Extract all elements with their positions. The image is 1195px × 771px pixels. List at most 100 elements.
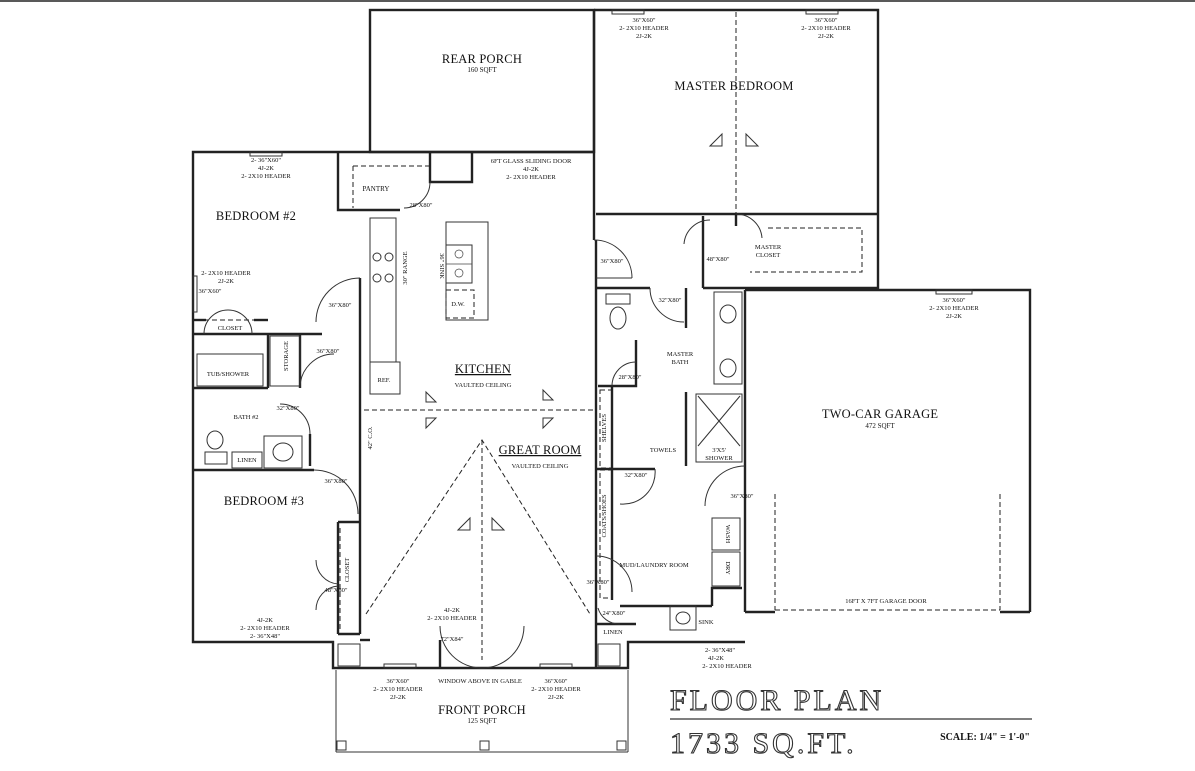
front-window-right-joists: 2J-2K [548, 694, 564, 701]
master-closet-label-1: MASTER [755, 244, 782, 251]
bath-2-label: BATH #2 [233, 414, 258, 421]
garage-door-size: 16FT X 7FT GARAGE DOOR [845, 598, 927, 605]
washer-label: WASH [724, 525, 731, 544]
master-closet-label-2: CLOSET [756, 252, 781, 259]
doors [203, 181, 763, 669]
range-label: 30" RANGE [402, 251, 409, 284]
master-bedroom-label: MASTER BEDROOM [674, 79, 793, 93]
bedroom-3-door-size: 36"X80" [324, 478, 347, 485]
mud-exterior-door-size: 36"X80" [586, 579, 609, 586]
bedroom-2-window-header: 2- 2X10 HEADER [241, 173, 291, 180]
fixtures [196, 12, 1001, 753]
master-closet-door-size: 48"X80" [706, 256, 729, 263]
bedroom-2-side-window-joists: 2J-2K [218, 278, 234, 285]
bedroom-2-side-window-size: 36"X60" [198, 288, 221, 295]
linen-mud-label: LINEN [603, 629, 623, 636]
windows [192, 9, 973, 669]
coats-shoes-label: COATS/SHOES [601, 494, 608, 537]
pantry-label: PANTRY [363, 185, 390, 193]
gable-window-note: WINDOW ABOVE IN GABLE [438, 678, 522, 685]
linen-door-size: 24"X80" [602, 610, 625, 617]
master-window-left-size: 36"X60" [632, 17, 655, 24]
mud-window-header: 2- 2X10 HEADER [702, 663, 752, 670]
exterior-walls [191, 8, 1032, 670]
bedroom-2-side-window-header: 2- 2X10 HEADER [201, 270, 251, 277]
bedroom-3-closet-door-size: 48"X80" [324, 587, 347, 594]
front-window-left-header: 2- 2X10 HEADER [373, 686, 423, 693]
front-window-right-size: 36"X60" [544, 678, 567, 685]
bedroom-3-window-joists: 4J-2K [257, 617, 273, 624]
pantry-door-size: 28"X80" [409, 202, 432, 209]
front-porch-label: FRONT PORCH [438, 703, 526, 717]
garage-window-joists: 2J-2K [946, 313, 962, 320]
refrigerator-label: REF. [377, 377, 390, 384]
shower-label: SHOWER [705, 455, 733, 462]
front-window-right-header: 2- 2X10 HEADER [531, 686, 581, 693]
front-window-left-joists: 2J-2K [390, 694, 406, 701]
master-window-left-joists: 2J-2K [636, 33, 652, 40]
master-bath-label-2: BATH [672, 359, 689, 366]
great-room-ceiling-note: VAULTED CEILING [512, 463, 569, 470]
closet-bedroom-3-label: CLOSET [344, 558, 351, 583]
master-bath-door-size: 32"X80" [658, 297, 681, 304]
bedroom-2-door-size: 36"X80" [328, 302, 351, 309]
shelves-label: SHELVES [601, 414, 608, 442]
master-bedroom-door-size: 36"X80" [600, 258, 623, 265]
rear-porch-area: 160 SQFT [467, 66, 497, 74]
rear-porch-label: REAR PORCH [442, 52, 522, 66]
master-window-right-header: 2- 2X10 HEADER [801, 25, 851, 32]
bedroom-2-label: BEDROOM #2 [216, 209, 296, 223]
garage-label: TWO-CAR GARAGE [822, 407, 938, 421]
mud-window-joists: 4J-2K [708, 655, 724, 662]
front-porch-area: 125 SQFT [467, 717, 497, 725]
towels-label: TOWELS [650, 447, 677, 454]
bedroom-3-window-size: 2- 36"X48" [250, 633, 280, 640]
master-window-right-joists: 2J-2K [818, 33, 834, 40]
front-door-joists: 4J-2K [444, 607, 460, 614]
vault-markers [425, 132, 760, 531]
front-door-size: 72"X84" [440, 636, 463, 643]
plan-square-footage: 1733 SQ.FT. [670, 727, 857, 760]
master-bath-label-1: MASTER [667, 351, 694, 358]
mud-sink-label: SINK [698, 619, 713, 626]
mud-laundry-label: MUD/LAUNDRY ROOM [619, 562, 688, 569]
plan-scale: SCALE: 1/4" = 1'-0" [940, 732, 1030, 743]
cased-opening-label: 42" C.O. [367, 426, 374, 449]
tub-shower-label: TUB/SHOWER [207, 371, 250, 378]
linen-bath-2-label: LINEN [237, 457, 257, 464]
kitchen-sink-label: 36" SINK [438, 253, 445, 279]
dryer-label: DRY [724, 561, 731, 575]
toilet-room-door-size: 28"X80" [618, 374, 641, 381]
room-labels: REAR PORCH 160 SQFT MASTER BEDROOM BEDRO… [207, 52, 938, 725]
master-window-right-size: 36"X60" [814, 17, 837, 24]
sliding-door-joists: 4J-2K [523, 166, 539, 173]
bedroom-2-window-joists: 4J-2K [258, 165, 274, 172]
mud-window-size: 2- 36"X48" [705, 647, 735, 654]
title-block: FLOOR PLAN 1733 SQ.FT. SCALE: 1/4" = 1'-… [669, 683, 1032, 761]
dimension-notes: 36"X60" 2- 2X10 HEADER 2J-2K 36"X60" 2- … [198, 17, 979, 701]
front-door-header: 2- 2X10 HEADER [427, 615, 477, 622]
garage-entry-door-size: 36"X80" [730, 493, 753, 500]
dishwasher-label: D.W. [451, 301, 465, 308]
interior-walls [193, 152, 878, 668]
storage-label: STORAGE [283, 341, 290, 371]
closet-bedroom-2-label: CLOSET [218, 325, 243, 332]
sliding-door-note: 6FT GLASS SLIDING DOOR [491, 158, 572, 165]
garage-window-header: 2- 2X10 HEADER [929, 305, 979, 312]
garage-area: 472 SQFT [865, 422, 895, 430]
bath-2-door-size: 32"X80" [276, 405, 299, 412]
kitchen-label: KITCHEN [455, 362, 511, 376]
master-window-left-header: 2- 2X10 HEADER [619, 25, 669, 32]
bedroom-3-label: BEDROOM #3 [224, 494, 304, 508]
storage-door-size: 36"X80" [316, 348, 339, 355]
bedroom-3-window-header: 2- 2X10 HEADER [240, 625, 290, 632]
sliding-door-header: 2- 2X10 HEADER [506, 174, 556, 181]
mud-room-door-size: 32"X80" [624, 472, 647, 479]
garage-window-size: 36"X60" [942, 297, 965, 304]
plan-title: FLOOR PLAN [670, 684, 884, 717]
kitchen-ceiling-note: VAULTED CEILING [455, 382, 512, 389]
shower-size-label: 3'X5' [712, 447, 726, 454]
front-window-left-size: 36"X60" [386, 678, 409, 685]
great-room-label: GREAT ROOM [499, 443, 582, 457]
